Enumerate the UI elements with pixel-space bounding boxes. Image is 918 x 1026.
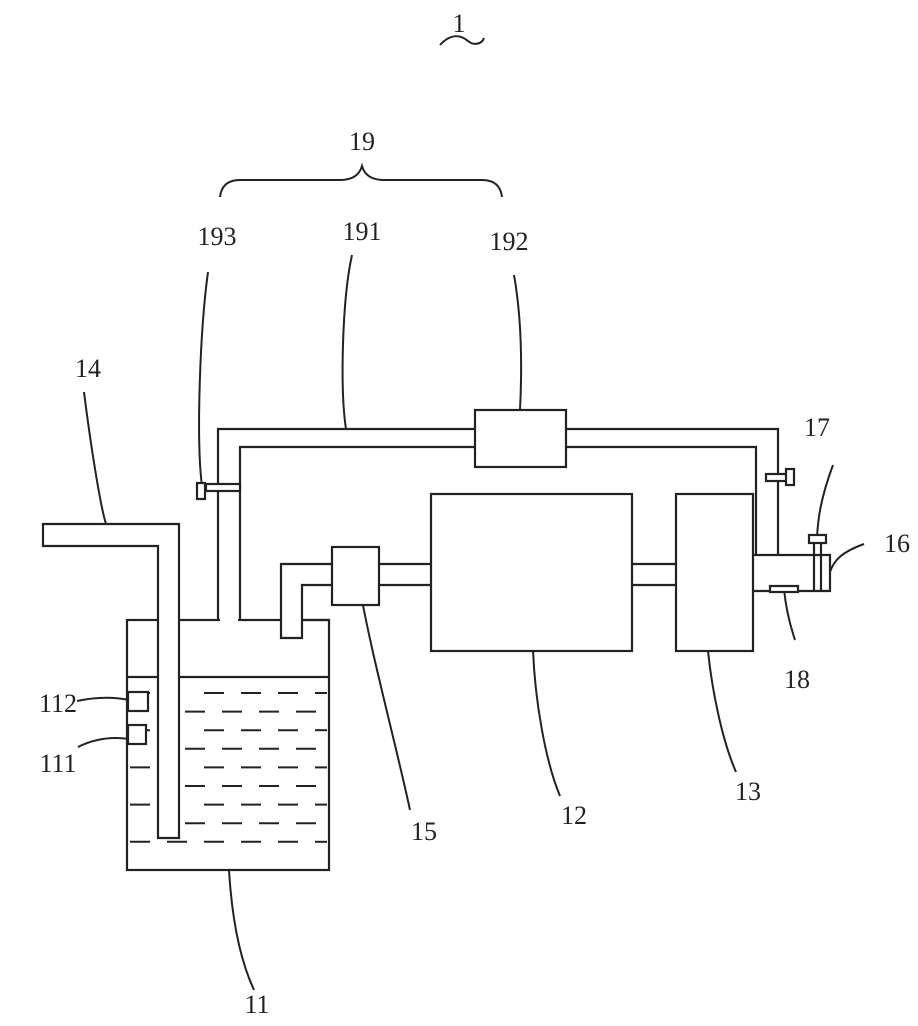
right-pipe-valve[interactable] [766, 469, 794, 485]
leader-12 [533, 650, 560, 796]
outlet-valve-17[interactable] [809, 535, 826, 543]
high-level-sensor-112 [128, 692, 148, 711]
label-192: 192 [490, 227, 529, 256]
figure-number: 1 [453, 9, 466, 38]
low-level-sensor-111 [128, 725, 146, 744]
label-193: 193 [198, 222, 237, 251]
pump-to-unit-pipe [379, 564, 431, 585]
figure-tilde [440, 36, 484, 45]
leader-15 [358, 578, 410, 810]
leader-14 [84, 392, 106, 524]
label-111: 111 [39, 749, 76, 778]
pump-15 [332, 547, 379, 605]
label-191: 191 [343, 217, 382, 246]
secondary-unit-13 [676, 494, 753, 651]
leader-16 [830, 544, 864, 572]
unit-to-unit-pipe [632, 564, 676, 585]
leader-18 [784, 589, 795, 640]
outlet-chamber-16 [753, 541, 830, 591]
label-19: 19 [349, 127, 375, 156]
label-18: 18 [784, 665, 810, 694]
brace-19 [220, 166, 502, 197]
label-14: 14 [75, 354, 101, 383]
leader-11 [229, 870, 254, 990]
bottom-port-18 [770, 586, 798, 592]
leader-17 [817, 465, 833, 537]
suction-pipe [281, 564, 333, 638]
label-16: 16 [884, 529, 910, 558]
label-12: 12 [561, 801, 587, 830]
label-15: 15 [411, 817, 437, 846]
leader-13 [708, 651, 736, 772]
label-112: 112 [39, 689, 77, 718]
fill-pipe-14 [43, 524, 179, 838]
leader-192 [514, 275, 521, 410]
return-device-192 [475, 410, 566, 467]
label-17: 17 [804, 413, 830, 442]
leader-191 [343, 255, 352, 429]
label-11: 11 [244, 990, 269, 1019]
label-13: 13 [735, 777, 761, 806]
main-unit-12 [431, 494, 632, 651]
leader-193 [199, 272, 208, 486]
